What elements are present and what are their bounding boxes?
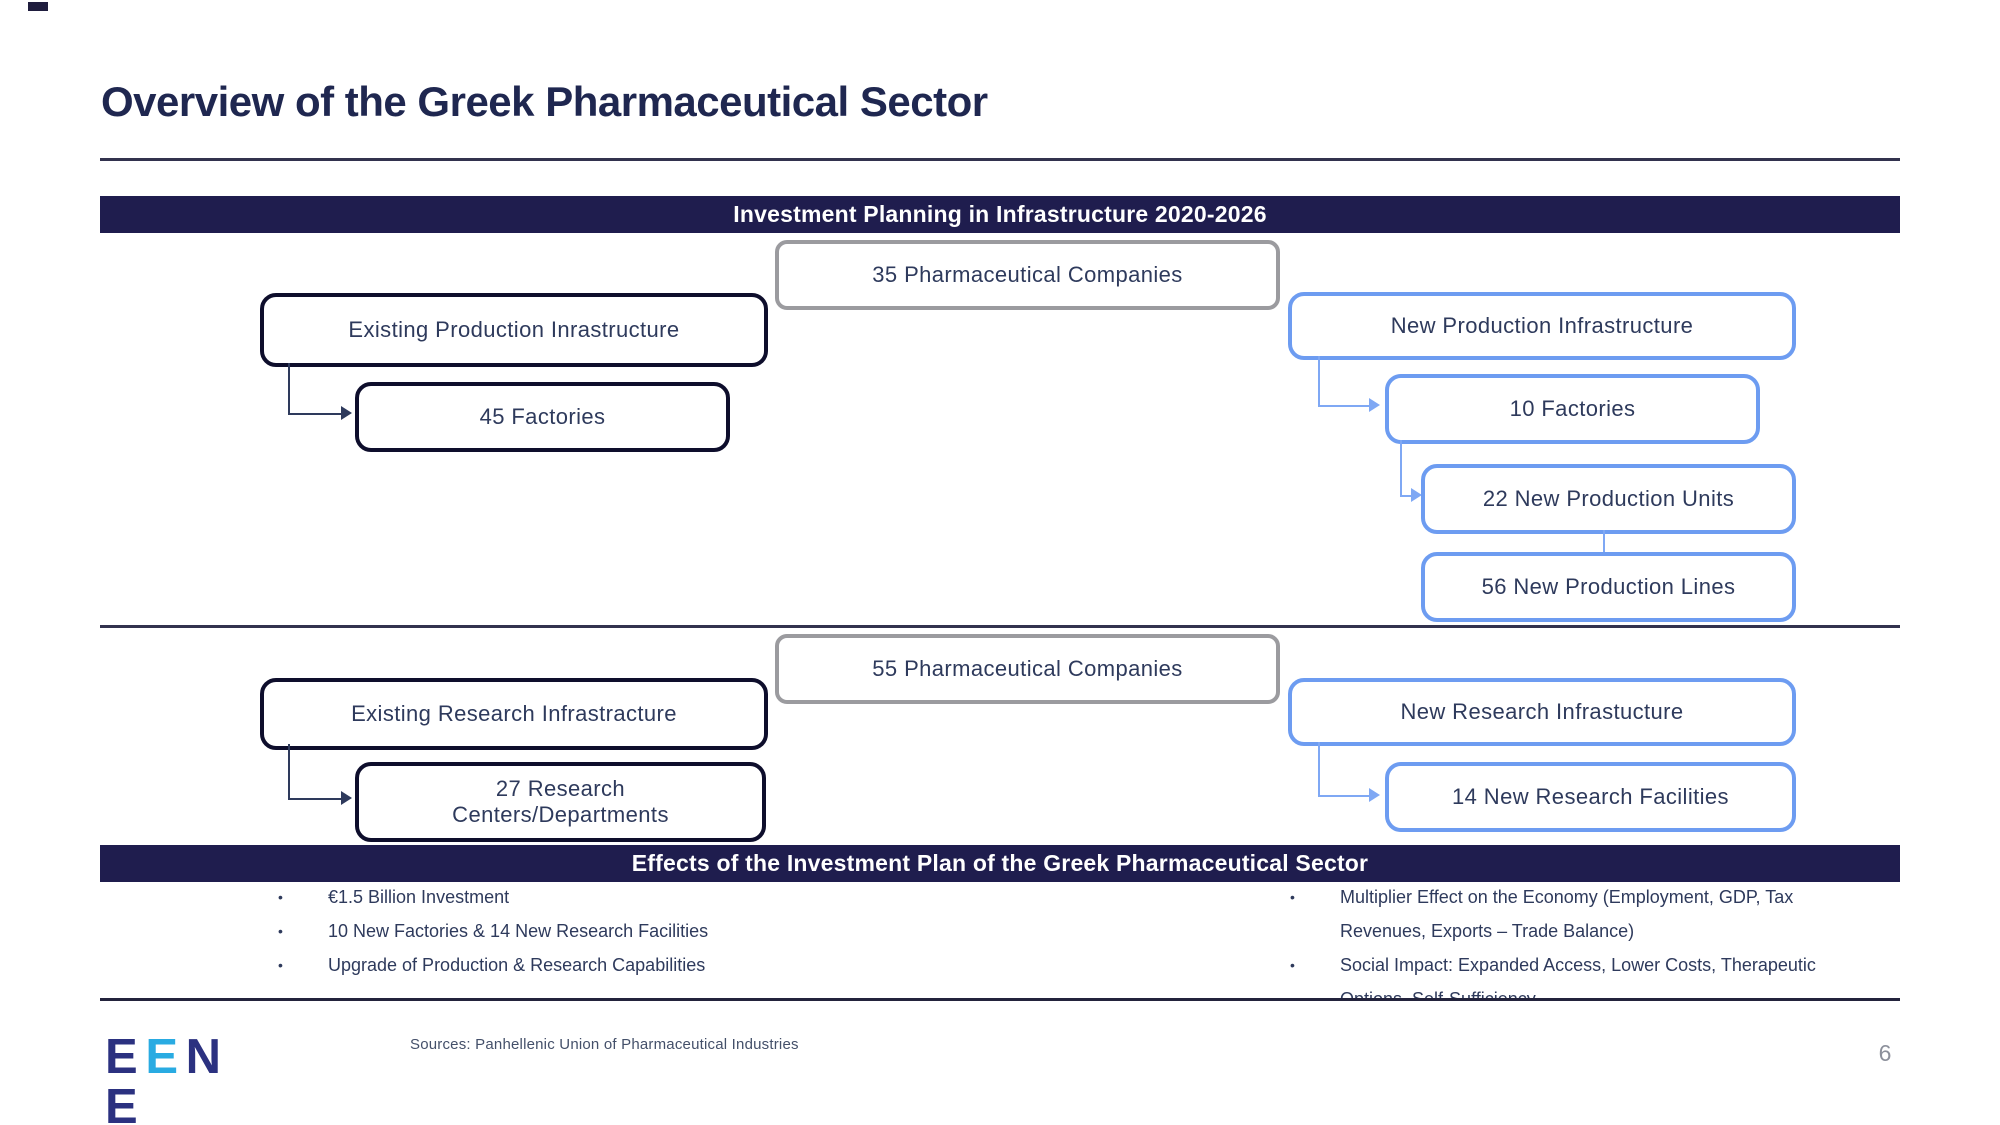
effects-list-right: • Multiplier Effect on the Economy (Empl…	[1282, 880, 1922, 1016]
arrowhead-icon	[1369, 788, 1380, 802]
page-title: Overview of the Greek Pharmaceutical Sec…	[101, 78, 988, 125]
banner-investment-planning: Investment Planning in Infrastructure 20…	[100, 196, 1900, 233]
sources-note: Sources: Panhellenic Union of Pharmaceut…	[410, 1036, 799, 1053]
divider-bottom	[100, 998, 1900, 1001]
arrowhead-icon	[341, 406, 352, 420]
flow-box-27-line2: Centers/Departments	[452, 802, 669, 827]
flow-box-55-companies: 55 Pharmaceutical Companies	[775, 634, 1280, 704]
bullet-icon: •	[1290, 957, 1295, 973]
eene-logo-letters: E E N E	[105, 1032, 255, 1125]
flow-box-27-line1: 27 Research	[495, 776, 626, 801]
effects-list-left: • €1.5 Billion Investment • 10 New Facto…	[270, 880, 970, 982]
flow-box-10-factories: 10 Factories	[1385, 374, 1760, 444]
connector-existing-production	[288, 363, 344, 415]
logo-letter: E	[145, 1030, 178, 1084]
connector-new-research	[1318, 742, 1372, 797]
text-clip-mask	[1282, 1001, 1942, 1029]
flow-box-27-research-centers: 27 Research Centers/Departments	[355, 762, 766, 842]
logo-letter: E	[105, 1030, 138, 1084]
arrowhead-icon	[1369, 398, 1380, 412]
list-item: • 10 New Factories & 14 New Research Fac…	[270, 914, 970, 948]
logo-letter: E	[105, 1080, 138, 1125]
title-rule	[100, 158, 1900, 161]
eene-logo: E E N E ΕΛΛΗΝΙΚΗ ΕΝΩΣΗ ΕΠΙΧΕΙΡΗΜΑΤΙΩΝ	[105, 1032, 255, 1125]
flow-box-35-companies: 35 Pharmaceutical Companies	[775, 240, 1280, 310]
connector-10-factories	[1400, 440, 1414, 497]
bullet-icon: •	[278, 923, 283, 939]
flow-box-56-lines: 56 New Production Lines	[1421, 552, 1796, 622]
arrowhead-icon	[341, 791, 352, 805]
connector-existing-research	[288, 744, 344, 800]
banner-effects: Effects of the Investment Plan of the Gr…	[100, 845, 1900, 882]
flow-box-new-production: New Production Infrastructure	[1288, 292, 1796, 360]
bullet-icon: •	[278, 957, 283, 973]
connector-new-production	[1318, 356, 1372, 407]
arrowhead-icon	[1411, 488, 1422, 502]
flow-box-45-factories: 45 Factories	[355, 382, 730, 452]
connector-22-to-56	[1603, 530, 1607, 552]
bullet-icon: •	[1290, 889, 1295, 905]
flow-box-new-research: New Research Infrastucture	[1288, 678, 1796, 746]
flow-box-22-units: 22 New Production Units	[1421, 464, 1796, 534]
divider-middle	[100, 625, 1900, 628]
bullet-icon: •	[278, 889, 283, 905]
flow-box-existing-research: Existing Research Infrastracture	[260, 678, 768, 750]
flow-box-existing-production: Existing Production Inrastructure	[260, 293, 768, 367]
screen-artifact	[28, 2, 48, 11]
flow-box-14-facilities: 14 New Research Facilities	[1385, 762, 1796, 832]
page-number: 6	[1878, 1040, 1892, 1066]
list-item: • €1.5 Billion Investment	[270, 880, 970, 914]
logo-letter: N	[185, 1030, 221, 1084]
list-item: • Multiplier Effect on the Economy (Empl…	[1282, 880, 1922, 948]
list-item: • Upgrade of Production & Research Capab…	[270, 948, 970, 982]
